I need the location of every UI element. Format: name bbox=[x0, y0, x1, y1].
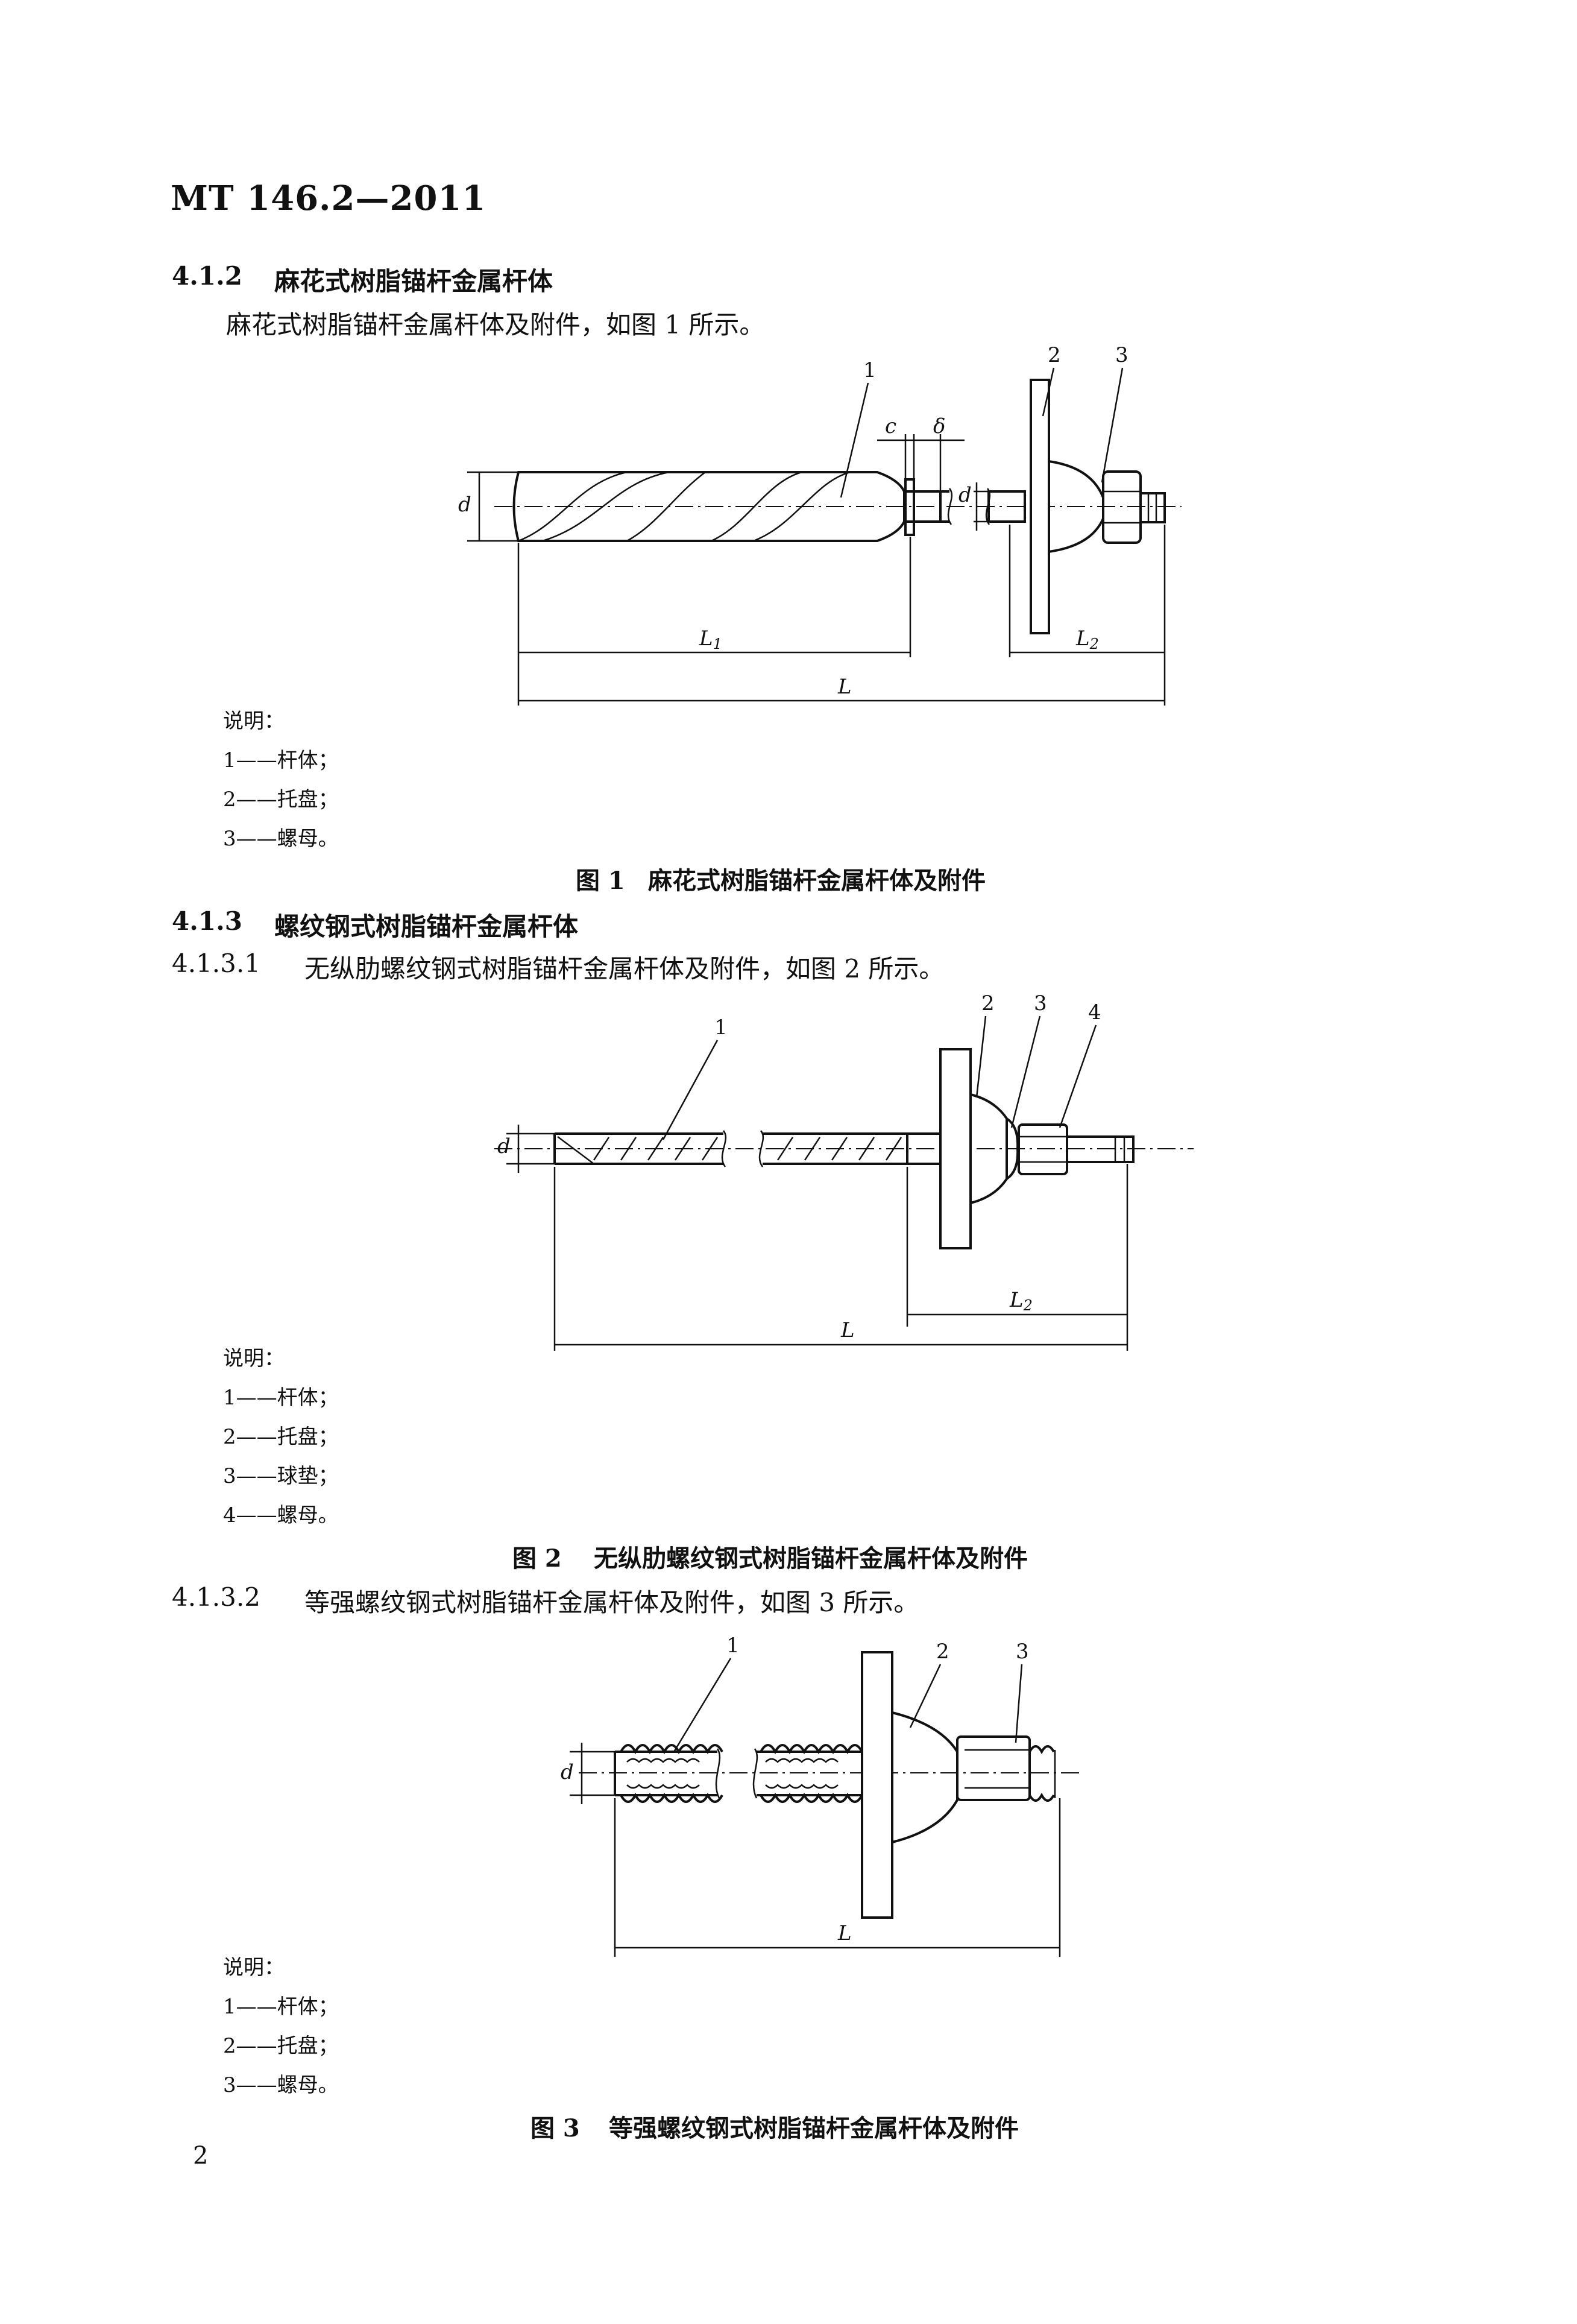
fig1-dim-d: d bbox=[458, 493, 471, 517]
fig1-dim-d2: d bbox=[958, 483, 972, 507]
fig3-dim-L: L bbox=[837, 1921, 852, 1945]
fig1-dim-delta: δ bbox=[933, 414, 945, 438]
fig2-legend-item: 4——螺母。 bbox=[223, 1503, 339, 1527]
fig1-legend-item: 3——螺母。 bbox=[223, 827, 339, 851]
standard-number: MT 146.2—2011 bbox=[171, 178, 486, 218]
figure-3-drawing: d L 1 2 3 bbox=[561, 1634, 1079, 1957]
fig2-caption-number: 图 2 bbox=[512, 1544, 562, 1573]
fig3-rebar-rod bbox=[614, 1744, 863, 1803]
section-4-1-3-number: 4.1.3 bbox=[172, 906, 242, 936]
fig3-label-2: 2 bbox=[936, 1640, 949, 1664]
section-4-1-2-title: 麻花式树脂锚杆金属杆体 bbox=[274, 267, 553, 296]
section-4-1-2-body: 麻花式树脂锚杆金属杆体及附件，如图 1 所示。 bbox=[226, 310, 765, 339]
section-4-1-3-2-number: 4.1.3.2 bbox=[172, 1582, 260, 1612]
fig2-legend-title: 说明： bbox=[223, 1347, 285, 1371]
fig2-label-3: 3 bbox=[1034, 991, 1047, 1015]
fig3-legend-item: 2——托盘； bbox=[223, 2034, 339, 2058]
fig2-label-4: 4 bbox=[1088, 1000, 1101, 1025]
fig3-nut bbox=[956, 1735, 1031, 1801]
fig1-caption: 麻花式树脂锚杆金属杆体及附件 bbox=[648, 867, 986, 895]
fig1-dim-L1: L1 bbox=[699, 627, 722, 652]
fig1-caption-number: 图 1 bbox=[576, 867, 625, 895]
figure-2-drawing: d L2 L 1 2 3 4 bbox=[494, 991, 1194, 1351]
fig2-dim-L2: L2 bbox=[1009, 1288, 1033, 1314]
section-4-1-3-2-body: 等强螺纹钢式树脂锚杆金属杆体及附件，如图 3 所示。 bbox=[304, 1588, 919, 1617]
fig3-legend-item: 1——杆体； bbox=[223, 1995, 339, 2019]
fig1-twisted-rod bbox=[512, 471, 905, 542]
fig1-label-2: 2 bbox=[1048, 343, 1061, 367]
fig2-rebar-rod bbox=[553, 1130, 907, 1167]
fig1-dim-L: L bbox=[837, 675, 852, 699]
fig2-legend-item: 3——球垫； bbox=[223, 1464, 339, 1488]
fig2-caption: 无纵肋螺纹钢式树脂锚杆金属杆体及附件 bbox=[594, 1544, 1028, 1573]
section-4-1-3-1-body: 无纵肋螺纹钢式树脂锚杆金属杆体及附件，如图 2 所示。 bbox=[304, 954, 945, 984]
fig2-legend-item: 1——杆体； bbox=[223, 1386, 339, 1410]
fig1-label-1: 1 bbox=[863, 358, 877, 382]
fig3-caption: 等强螺纹钢式树脂锚杆金属杆体及附件 bbox=[609, 2114, 1019, 2142]
fig1-plate bbox=[1030, 379, 1050, 634]
section-4-1-2-number: 4.1.2 bbox=[172, 261, 242, 291]
fig1-legend-item: 1——杆体； bbox=[223, 748, 339, 772]
fig2-label-2: 2 bbox=[981, 991, 995, 1015]
fig1-legend-title: 说明： bbox=[223, 709, 285, 733]
fig3-plate bbox=[861, 1651, 893, 1919]
figure-1-drawing: d d c δ L1 L2 L 1 2 3 bbox=[458, 343, 1182, 706]
fig3-legend-title: 说明： bbox=[223, 1956, 285, 1980]
section-4-1-3-1-number: 4.1.3.1 bbox=[172, 949, 260, 978]
fig1-legend-item: 2——托盘； bbox=[223, 788, 339, 812]
fig1-dim-c: c bbox=[885, 414, 896, 438]
fig3-legend-item: 3——螺母。 bbox=[223, 2073, 339, 2097]
fig2-label-1: 1 bbox=[714, 1015, 728, 1040]
fig1-label-3: 3 bbox=[1115, 343, 1128, 367]
fig3-dim-d: d bbox=[561, 1760, 574, 1784]
fig3-label-3: 3 bbox=[1016, 1640, 1029, 1664]
fig2-plate bbox=[939, 1048, 972, 1249]
fig2-dim-d: d bbox=[497, 1134, 511, 1158]
page-number: 2 bbox=[193, 2142, 209, 2170]
fig2-legend-item: 2——托盘； bbox=[223, 1425, 339, 1449]
fig3-caption-number: 图 3 bbox=[530, 2114, 580, 2142]
fig3-label-1: 1 bbox=[726, 1634, 740, 1658]
fig1-dim-L2: L2 bbox=[1075, 627, 1099, 652]
fig2-dim-L: L bbox=[840, 1318, 855, 1342]
section-4-1-3-title: 螺纹钢式树脂锚杆金属杆体 bbox=[274, 912, 579, 941]
